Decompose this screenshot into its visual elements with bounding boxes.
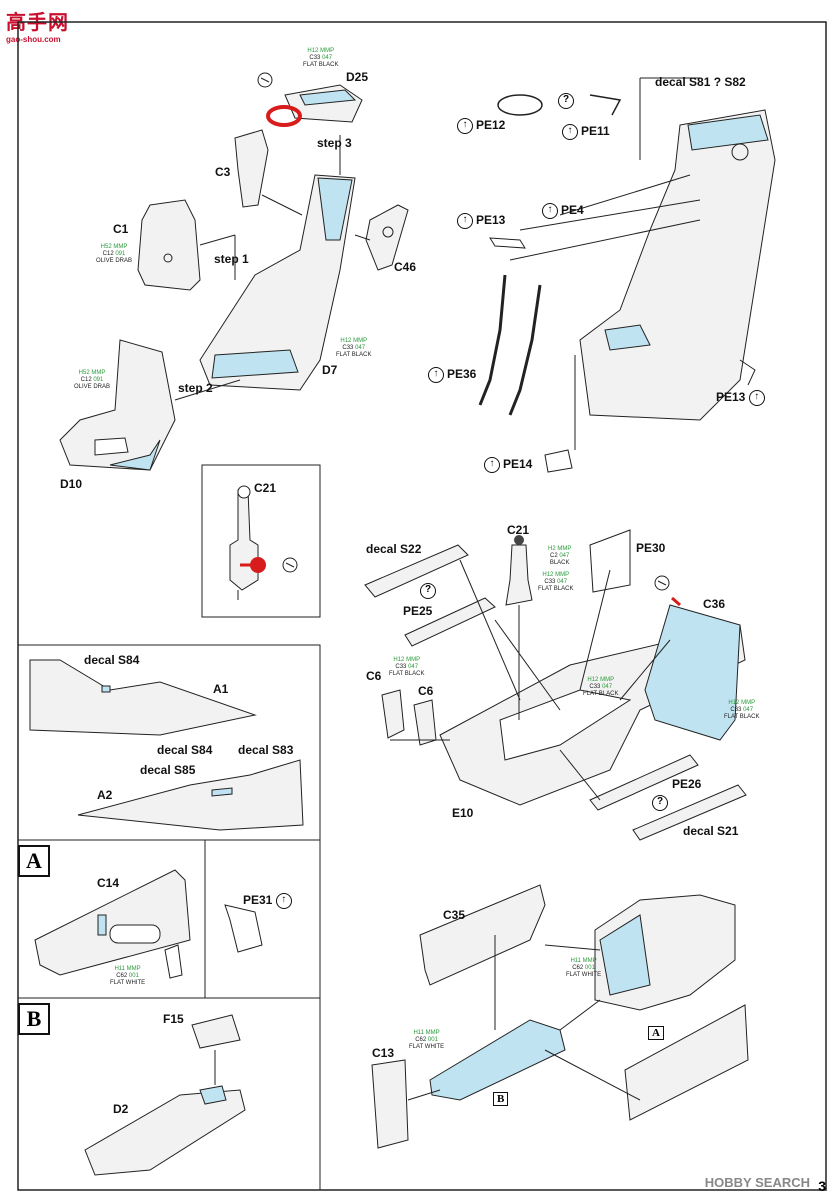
label-decal-S22: decal S22 <box>366 542 422 556</box>
label-C21-detail: C21 <box>254 481 277 495</box>
label-step1: step 1 <box>214 252 249 266</box>
question-icon: ? <box>558 93 574 109</box>
label-E10: E10 <box>452 806 474 820</box>
label-D25: D25 <box>346 70 369 84</box>
label-PE26: PE26 <box>672 777 702 791</box>
label-PE31: PE31 ↑ <box>243 893 295 909</box>
label-PE25: PE25 <box>403 604 433 618</box>
ref-B-box: B <box>493 1092 509 1106</box>
fold-arrow-icon: ↑ <box>748 390 765 406</box>
label-PE4: ↑PE4 <box>542 203 584 219</box>
label-A2: A2 <box>97 788 113 802</box>
watermark: HOBBY SEARCH <box>704 1175 810 1190</box>
section-A-box: A <box>18 845 50 877</box>
label-PE13b: PE13 ↑ <box>716 390 768 406</box>
label-PE13a: ↑PE13 <box>457 213 505 229</box>
label-PE12: ↑PE12 <box>457 118 505 134</box>
label-decal-S84b: decal S84 <box>157 743 213 757</box>
fold-arrow-icon: ↑ <box>542 203 558 219</box>
label-C21: C21 <box>507 523 530 537</box>
logo-text: 高手网 <box>6 12 69 34</box>
label-PE11: ↑PE11 <box>562 124 610 140</box>
section-B-box: B <box>18 1003 50 1035</box>
label-PE14: ↑PE14 <box>484 457 532 473</box>
label-D10: D10 <box>60 477 83 491</box>
label-C14: C14 <box>97 876 120 890</box>
label-decal-S81: decal S81 ? S82 <box>655 75 746 89</box>
logo-url: gao-shou.com <box>6 35 61 44</box>
ref-A-box: A <box>648 1026 664 1040</box>
label-A1: A1 <box>213 682 229 696</box>
label-PE30: PE30 <box>636 541 666 555</box>
label-decal-S21: decal S21 <box>683 824 739 838</box>
fold-arrow-icon: ↑ <box>275 893 292 909</box>
label-C13: C13 <box>372 1046 395 1060</box>
label-D7: D7 <box>322 363 338 377</box>
label-step3: step 3 <box>317 136 352 150</box>
label-decal-S83: decal S83 <box>238 743 294 757</box>
label-C46: C46 <box>394 260 417 274</box>
question-icon: ? <box>420 583 436 599</box>
label-F15: F15 <box>163 1012 184 1026</box>
label-C3: C3 <box>215 165 231 179</box>
fold-arrow-icon: ↑ <box>562 124 578 140</box>
label-step2: step 2 <box>178 381 213 395</box>
site-logo: 高手网 gao-shou.com <box>6 6 78 44</box>
fold-arrow-icon: ↑ <box>457 213 473 229</box>
label-decal-S84a: decal S84 <box>84 653 140 667</box>
label-C36: C36 <box>703 597 726 611</box>
label-D2: D2 <box>113 1102 129 1116</box>
page-number: 3 <box>818 1178 826 1194</box>
label-C1: C1 <box>113 222 129 236</box>
question-icon: ? <box>652 795 668 811</box>
fold-arrow-icon: ↑ <box>484 457 500 473</box>
label-C6a: C6 <box>366 669 382 683</box>
fold-arrow-icon: ↑ <box>457 118 473 134</box>
label-C35: C35 <box>443 908 466 922</box>
label-C6b: C6 <box>418 684 434 698</box>
label-decal-S85: decal S85 <box>140 763 196 777</box>
fold-arrow-icon: ↑ <box>428 367 444 383</box>
label-PE36: ↑PE36 <box>428 367 476 383</box>
